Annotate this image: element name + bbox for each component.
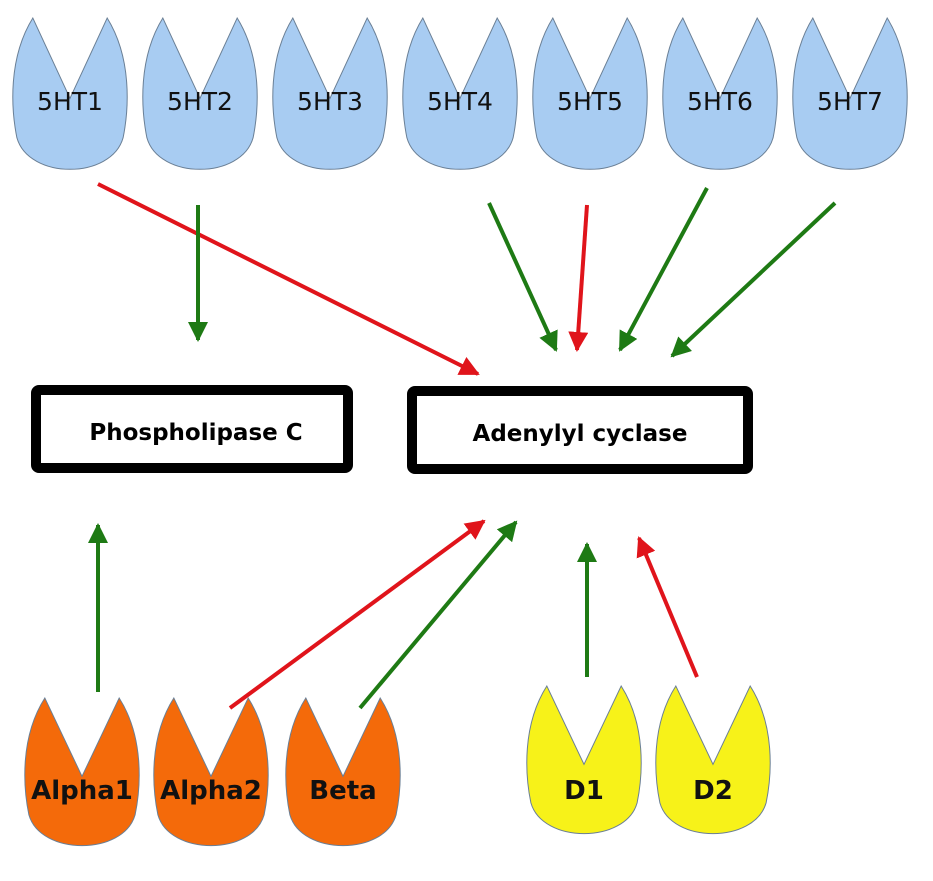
- receptor-label: 5HT4: [427, 87, 493, 116]
- arrow-alpha2-inhibiting: [228, 519, 486, 710]
- receptor-label: D2: [693, 776, 733, 806]
- receptor-shape: [792, 16, 908, 170]
- receptor-alpha2: Alpha2: [153, 696, 269, 846]
- receptor-label: 5HT6: [687, 87, 753, 116]
- arrow-5ht6-activating: [618, 187, 709, 352]
- receptor-shape: [12, 16, 128, 170]
- receptor-label: Alpha2: [160, 776, 262, 806]
- phospholipase-c-label: Phospholipase C: [89, 420, 302, 446]
- receptor-label: D1: [564, 776, 604, 806]
- receptor-5ht4: 5HT4: [402, 16, 518, 170]
- receptor-label: 5HT7: [817, 87, 883, 116]
- receptor-shape: [532, 16, 648, 170]
- arrow-d2-inhibiting: [636, 536, 699, 678]
- receptor-label: Alpha1: [31, 776, 133, 806]
- receptor-5ht6: 5HT6: [662, 16, 778, 170]
- receptor-label: 5HT1: [37, 87, 103, 116]
- adenylyl-cyclase-box: Adenylyl cyclase: [407, 386, 753, 474]
- receptor-shape: [662, 16, 778, 170]
- receptor-beta: Beta: [285, 696, 401, 846]
- arrow-5ht4-activating: [487, 202, 558, 352]
- arrow-5ht7-activating: [670, 201, 837, 358]
- receptor-5ht1: 5HT1: [12, 16, 128, 170]
- receptor-5ht7: 5HT7: [792, 16, 908, 170]
- receptor-label: 5HT3: [297, 87, 363, 116]
- receptor-alpha1: Alpha1: [24, 696, 140, 846]
- adenylyl-cyclase-label: Adenylyl cyclase: [473, 421, 688, 447]
- receptor-shape: [272, 16, 388, 170]
- receptor-shape: [526, 684, 642, 834]
- receptor-shape: [142, 16, 258, 170]
- receptor-shape: [153, 696, 269, 846]
- arrows-layer: [88, 182, 837, 710]
- arrow-beta-activating: [358, 520, 518, 710]
- receptor-d2: D2: [655, 684, 771, 834]
- arrow-5ht5-inhibiting: [568, 204, 589, 352]
- receptor-5ht3: 5HT3: [272, 16, 388, 170]
- receptor-shape: [402, 16, 518, 170]
- receptor-label: 5HT2: [167, 87, 233, 116]
- receptor-shape: [655, 684, 771, 834]
- receptor-d1: D1: [526, 684, 642, 834]
- arrow-5ht1-inhibiting: [97, 182, 480, 376]
- receptor-shape: [24, 696, 140, 846]
- receptor-label: Beta: [309, 776, 376, 806]
- receptor-shape: [285, 696, 401, 846]
- receptor-5ht5: 5HT5: [532, 16, 648, 170]
- receptor-5ht2: 5HT2: [142, 16, 258, 170]
- receptor-label: 5HT5: [557, 87, 623, 116]
- phospholipase-c-box: Phospholipase C: [31, 385, 353, 473]
